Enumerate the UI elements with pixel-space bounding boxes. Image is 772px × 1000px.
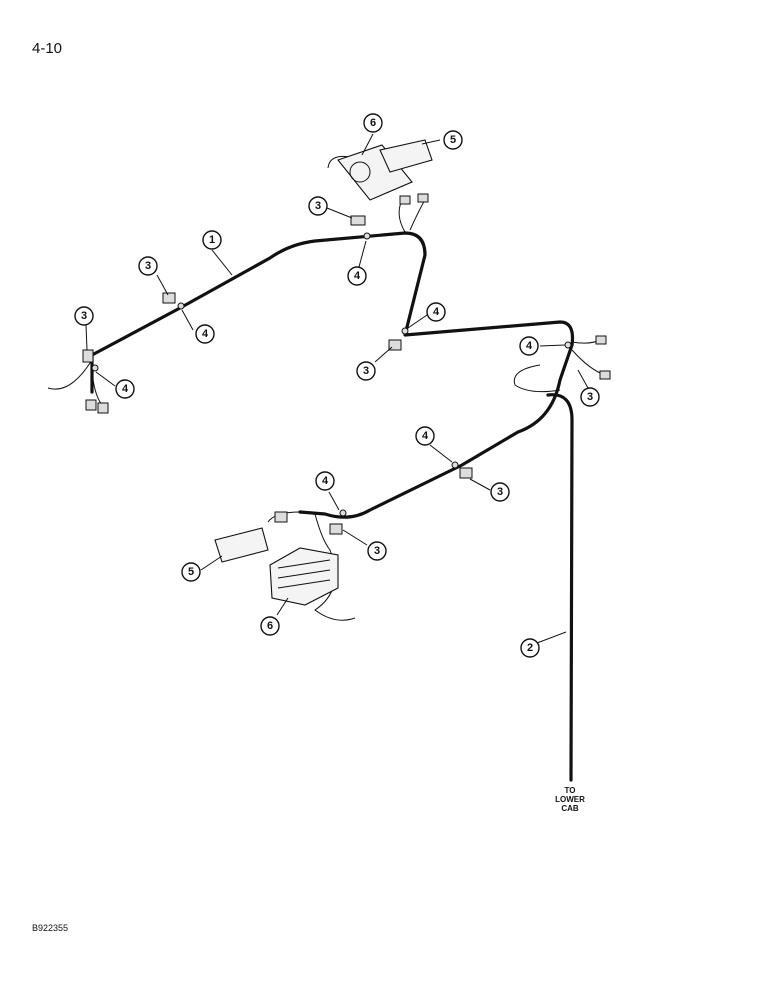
destination-label-line: CAB <box>561 804 579 813</box>
tie-strap <box>363 232 371 240</box>
callout-clip: 3 <box>356 361 376 381</box>
tie-strap <box>91 364 99 372</box>
upper-harness <box>90 231 575 519</box>
callout-number: 6 <box>370 117 376 129</box>
branch-wire <box>47 359 93 390</box>
callout-floodlight: 6 <box>363 113 383 133</box>
leader-lines <box>85 133 589 644</box>
connector <box>599 370 611 380</box>
callout-number: 6 <box>267 620 273 632</box>
callout-number: 3 <box>145 260 151 272</box>
callout-number: 3 <box>81 310 87 322</box>
branch-wire <box>409 197 427 231</box>
callout-number: 3 <box>315 200 321 212</box>
callout-number: 1 <box>209 234 215 246</box>
tie-strap <box>401 327 409 335</box>
callout-tie-strap: 4 <box>415 426 435 446</box>
connector <box>417 193 429 203</box>
clip <box>350 215 366 226</box>
callout-number: 5 <box>450 134 456 146</box>
callout-clip: 3 <box>580 387 600 407</box>
callout-number: 3 <box>374 545 380 557</box>
floodlight-lower <box>269 547 339 606</box>
callout-number: 4 <box>433 306 440 318</box>
tie-strap <box>451 461 459 469</box>
callout-tie-strap: 4 <box>519 336 539 356</box>
clip <box>82 349 94 363</box>
lamp-lower <box>214 527 269 563</box>
clip <box>388 339 402 351</box>
callout-tie-strap: 4 <box>195 324 215 344</box>
callout-lamp: 5 <box>181 562 201 582</box>
callout-tie-strap: 4 <box>347 266 367 286</box>
callout-clip: 3 <box>308 196 328 216</box>
callout-number: 4 <box>422 430 429 442</box>
callout-floodlight: 6 <box>260 616 280 636</box>
connector <box>595 335 607 345</box>
branch-wire <box>513 364 561 393</box>
destination-label-line: TO <box>564 786 576 795</box>
callout-number: 5 <box>188 566 194 578</box>
connector <box>85 399 97 411</box>
callout-number: 3 <box>587 391 593 403</box>
connector <box>274 511 288 523</box>
callout-tie-strap: 4 <box>115 379 135 399</box>
clip <box>459 467 473 479</box>
callout-lamp: 5 <box>443 130 463 150</box>
callout-number: 4 <box>354 270 361 282</box>
callout-number: 3 <box>497 486 503 498</box>
tie-strap <box>177 302 185 310</box>
tie-strap <box>564 341 572 349</box>
branch-wire <box>398 199 406 233</box>
page-number: 4-10 <box>32 40 63 57</box>
callout-number: 3 <box>363 365 369 377</box>
figure-code: B922355 <box>32 923 69 933</box>
callout-clip: 3 <box>138 256 158 276</box>
callout-clip: 3 <box>490 482 510 502</box>
callout-number: 4 <box>122 383 129 395</box>
callout-number: 4 <box>322 475 329 487</box>
callout-number: 4 <box>526 340 533 352</box>
callout-tie-strap: 4 <box>315 471 335 491</box>
callout-harness-lower: 2 <box>520 638 540 658</box>
destination-label: TO LOWER CAB <box>538 786 602 813</box>
callout-tie-strap: 4 <box>426 302 446 322</box>
callout-clip: 3 <box>74 306 94 326</box>
callout-harness-upper: 1 <box>202 230 222 250</box>
lamp-upper <box>379 139 433 173</box>
callout-number: 4 <box>202 328 209 340</box>
destination-label-line: LOWER <box>555 795 585 804</box>
connector <box>399 195 411 205</box>
clip <box>162 292 176 304</box>
connector <box>97 402 109 414</box>
clip <box>329 523 343 535</box>
tie-strap <box>339 509 347 517</box>
callout-clip: 3 <box>367 541 387 561</box>
callout-number: 2 <box>527 642 533 654</box>
lower-harness <box>546 393 574 782</box>
floodlight-upper <box>337 144 413 201</box>
